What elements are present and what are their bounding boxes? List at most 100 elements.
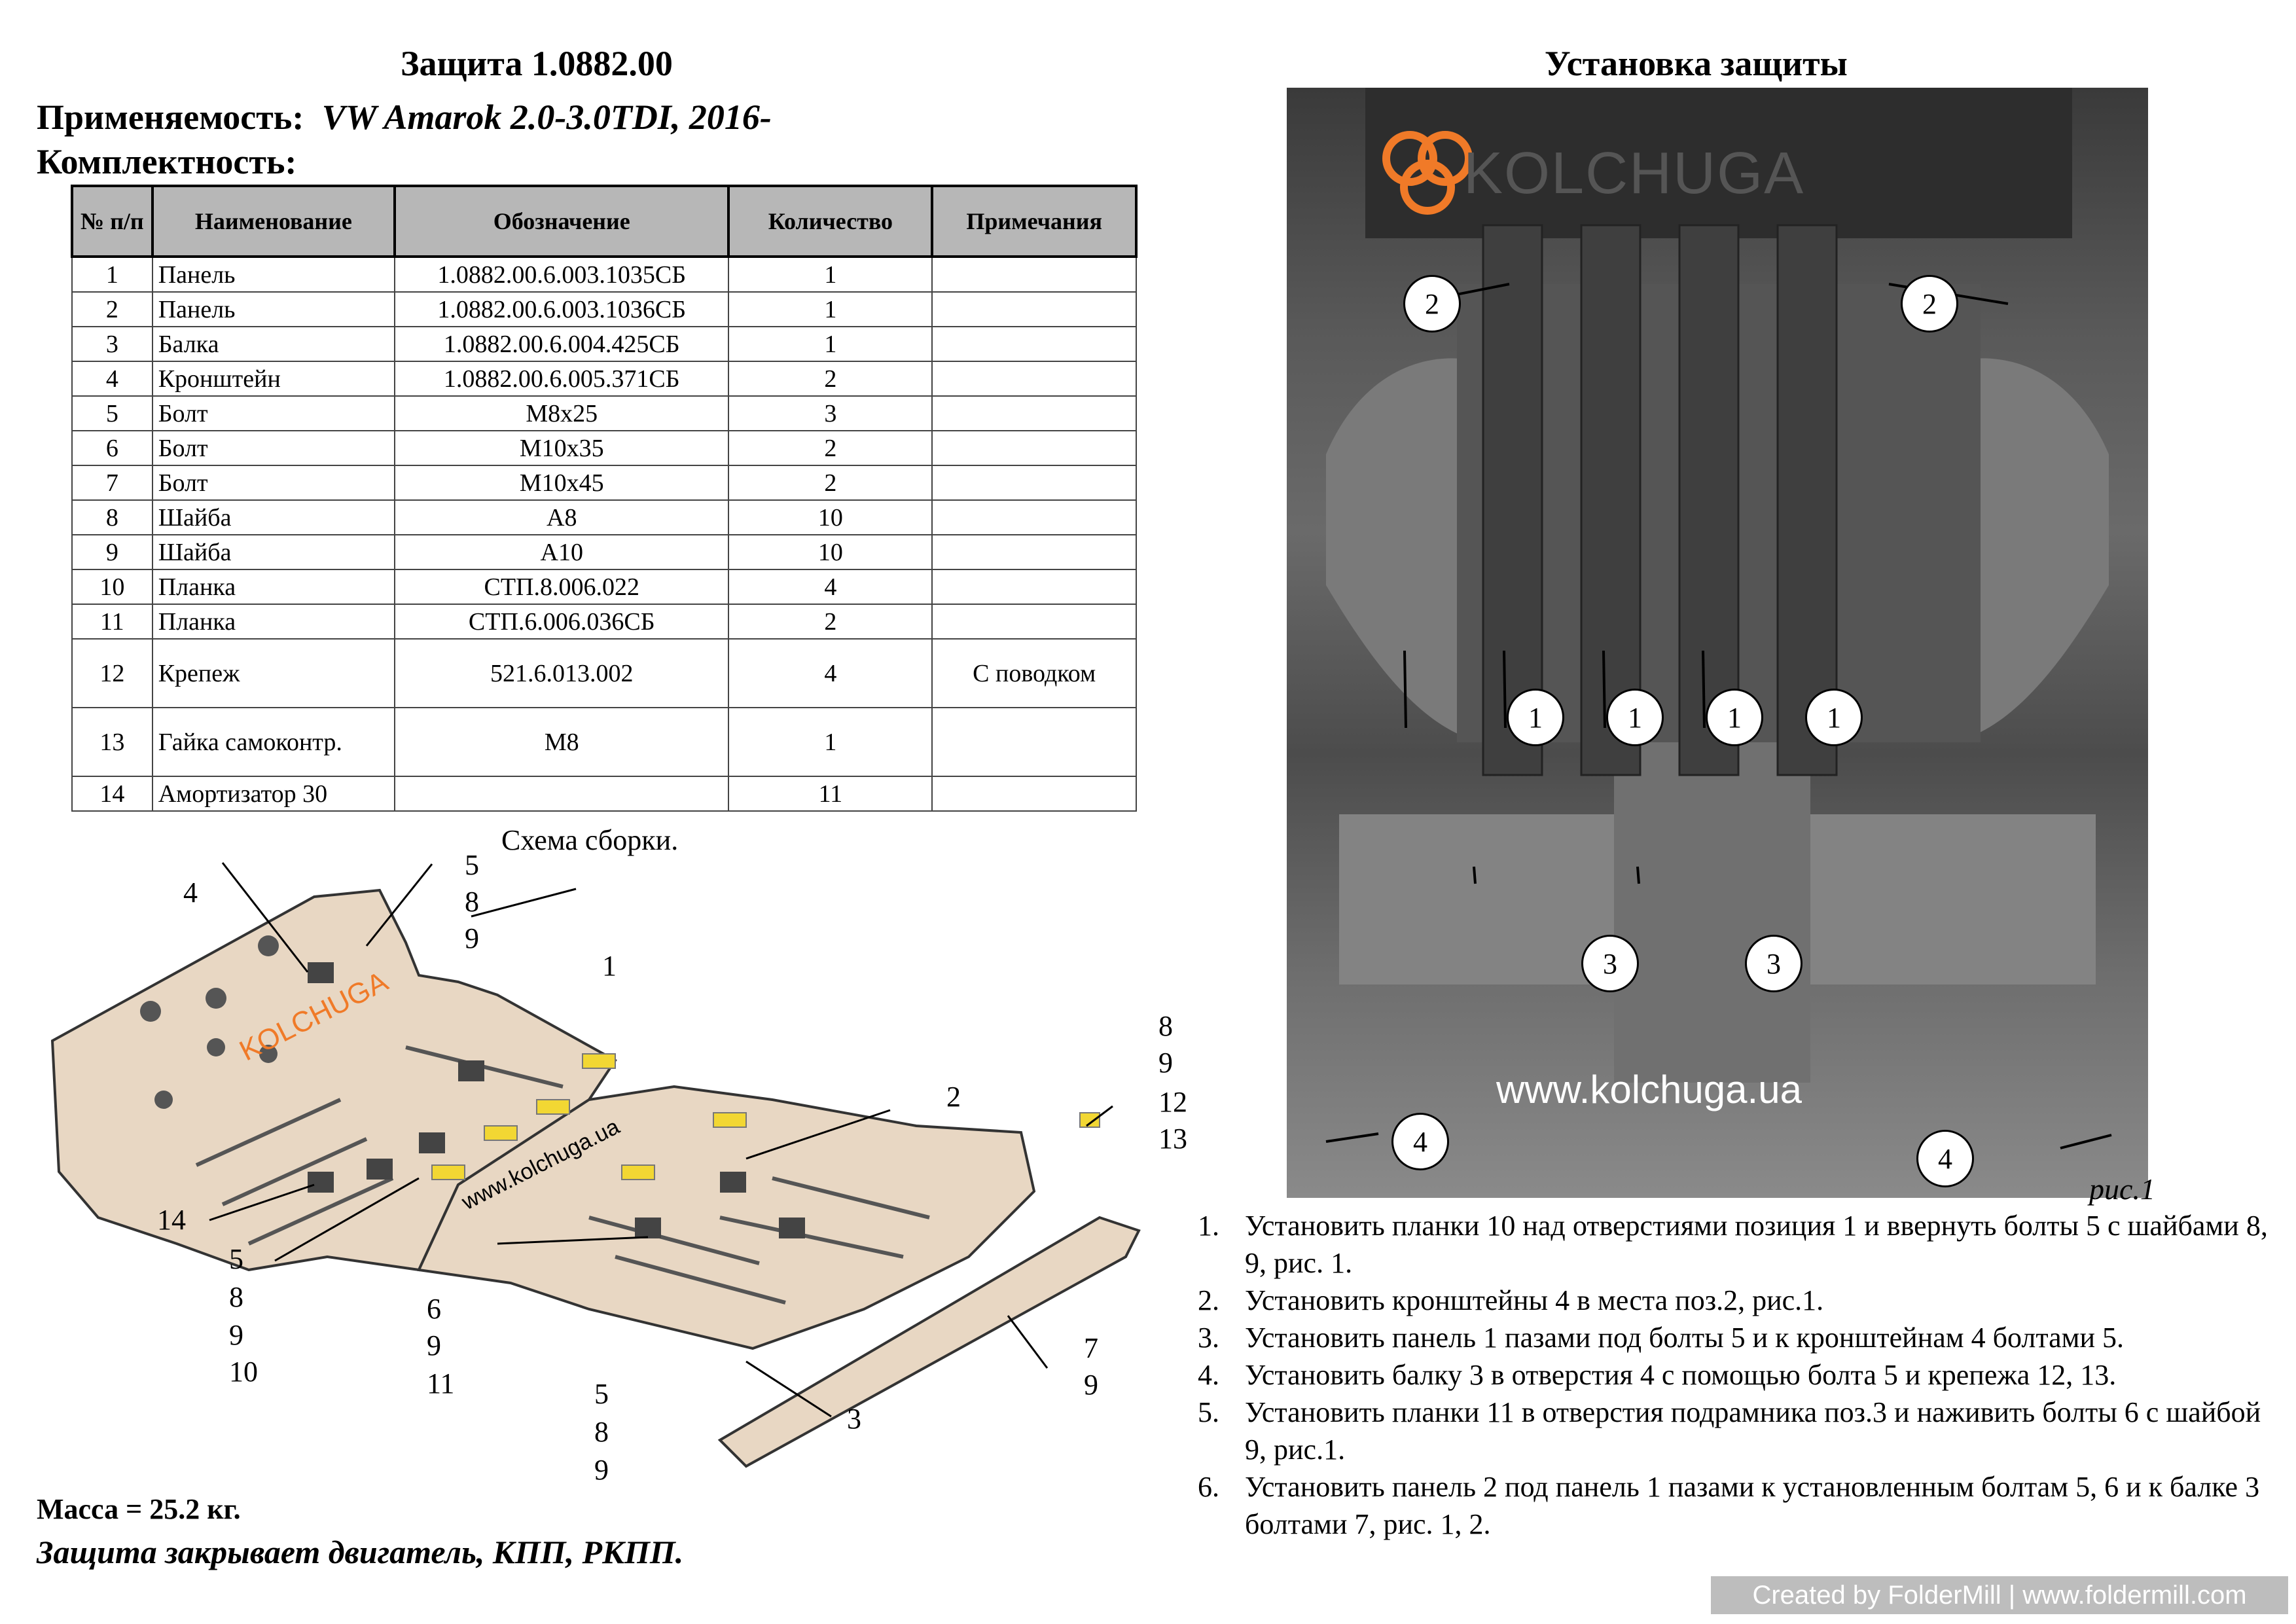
col-header-notes: Примечания [931, 185, 1138, 258]
panel-slots [195, 1045, 930, 1305]
cell-designation: А8 [394, 499, 730, 535]
photo-callout-4-left: 4 [1391, 1113, 1449, 1170]
cell-designation: А10 [394, 534, 730, 570]
diagram-label-9-top: 9 [465, 922, 479, 954]
cell-quantity: 1 [728, 707, 933, 777]
cell-designation: 1.0882.00.6.003.1036СБ [394, 291, 730, 327]
instruction-item: 5.Установить планки 11 в отверстия подра… [1198, 1394, 2271, 1468]
instruction-number: 1. [1198, 1210, 1219, 1242]
instruction-text: Установить балку 3 в отверстия 4 с помощ… [1245, 1359, 2117, 1391]
diagram-label-7: 7 [1084, 1332, 1098, 1364]
cell-name: Болт [151, 430, 396, 466]
diagram-label-11: 11 [427, 1367, 455, 1399]
cell-number: 3 [71, 326, 153, 362]
cell-notes [931, 395, 1137, 431]
cell-name: Амортизатор 30 [151, 776, 396, 812]
diagram-label-9-right: 9 [1158, 1047, 1173, 1079]
install-instructions: 1.Установить планки 10 над отверстиями п… [1198, 1207, 2271, 1543]
instruction-number: 6. [1198, 1471, 1219, 1503]
cell-name: Болт [151, 465, 396, 501]
cell-number: 2 [71, 291, 153, 327]
diagram-label-2: 2 [946, 1081, 961, 1113]
cell-number: 14 [71, 776, 153, 812]
diagram-label-9-lower: 9 [594, 1454, 609, 1486]
photo-callout-2-left: 2 [1403, 275, 1461, 333]
document-title: Защита 1.0882.00 [401, 44, 673, 83]
photo-callout-4-right: 4 [1916, 1130, 1974, 1187]
brackets [308, 962, 805, 1238]
cell-notes [931, 604, 1137, 640]
foldermill-footer: Created by FolderMill | www.foldermill.c… [1711, 1576, 2288, 1614]
cell-designation: М10х45 [394, 465, 730, 501]
diagram-label-8-lower: 8 [594, 1416, 609, 1448]
install-photo: KOLCHUGA www.kolchuga.ua [1287, 88, 2148, 1198]
applicability-label: Применяемость: [37, 98, 304, 137]
diagram-label-3: 3 [847, 1403, 861, 1435]
photo-drawing [1325, 88, 2112, 1149]
instruction-text: Установить панель 2 под панель 1 пазами … [1245, 1471, 2260, 1540]
cell-designation: М8 [394, 707, 730, 777]
cell-number: 11 [71, 604, 153, 640]
cell-quantity: 1 [728, 291, 933, 327]
cell-notes [931, 256, 1137, 293]
photo-callout-1-a: 1 [1507, 689, 1564, 746]
cell-name: Гайка самоконтр. [151, 707, 396, 777]
photo-callout-1-d: 1 [1805, 689, 1863, 746]
cell-name: Панель [151, 291, 396, 327]
cell-quantity: 10 [728, 499, 933, 535]
instruction-number: 5. [1198, 1396, 1219, 1428]
photo-brand: KOLCHUGA [1463, 141, 1805, 206]
cell-quantity: 1 [728, 326, 933, 362]
cell-name: Панель [151, 256, 396, 293]
photo-callout-1-c: 1 [1706, 689, 1763, 746]
diagram-label-12-right: 12 [1158, 1086, 1187, 1118]
panel-holes [140, 935, 279, 1109]
instruction-item: 1.Установить планки 10 над отверстиями п… [1198, 1207, 2271, 1282]
cell-notes [931, 707, 1137, 777]
cell-quantity: 10 [728, 534, 933, 570]
cell-notes [931, 361, 1137, 397]
kit-label: Комплектность: [37, 142, 297, 181]
figure-caption: рис.1 [2089, 1172, 2155, 1206]
cell-number: 8 [71, 499, 153, 535]
cell-name: Болт [151, 395, 396, 431]
cell-quantity: 11 [728, 776, 933, 812]
cell-notes [931, 569, 1137, 605]
cell-number: 10 [71, 569, 153, 605]
coverage-text: Защита закрывает двигатель, КПП, РКПП. [37, 1534, 684, 1570]
instruction-item: 6. Установить панель 2 под панель 1 пазам… [1198, 1468, 2271, 1543]
cell-designation: СТП.8.006.022 [394, 569, 730, 605]
install-title: Установка защиты [1545, 44, 1848, 83]
cell-notes [931, 534, 1137, 570]
cell-number: 12 [71, 638, 153, 708]
cell-designation [394, 776, 730, 812]
diagram-label-8-top: 8 [465, 886, 479, 918]
photo-callout-3-right: 3 [1745, 935, 1803, 992]
cell-quantity: 2 [728, 361, 933, 397]
cell-notes: С поводком [931, 638, 1137, 708]
instruction-number: 4. [1198, 1359, 1219, 1391]
diagram-label-9-center: 9 [427, 1329, 441, 1362]
cell-designation: 1.0882.00.6.003.1035СБ [394, 256, 730, 293]
scheme-caption: Схема сборки. [501, 824, 679, 856]
cell-name: Шайба [151, 499, 396, 535]
cell-notes [931, 776, 1137, 812]
cell-quantity: 2 [728, 465, 933, 501]
instruction-text: Установить кронштейны 4 в места поз.2, р… [1245, 1284, 1824, 1316]
diagram-label-5-bottom: 5 [229, 1243, 243, 1275]
cell-quantity: 2 [728, 604, 933, 640]
instruction-item: 3.Установить панель 1 пазами под болты 5… [1198, 1319, 2271, 1356]
strips-10 [431, 1053, 1100, 1180]
cell-quantity: 3 [728, 395, 933, 431]
